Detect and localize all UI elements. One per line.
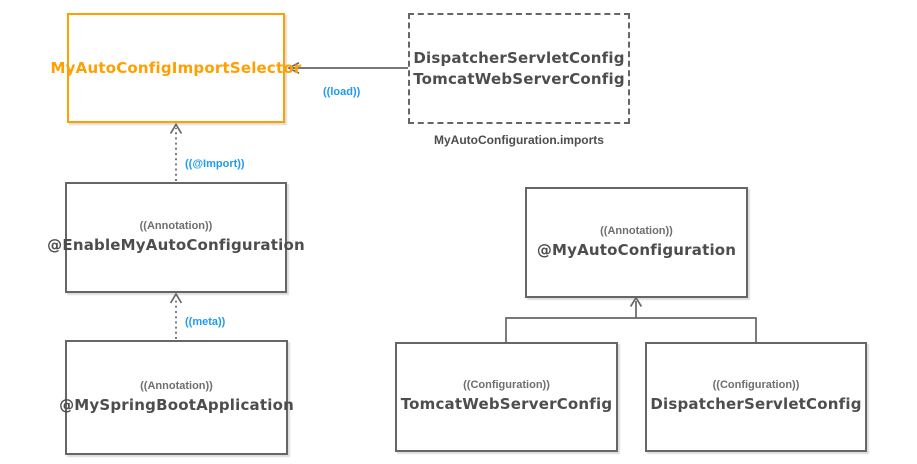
node-title: @MySpringBootApplication [59,395,294,414]
imports-line-1: DispatcherServletConfig [413,49,625,68]
node-my-auto-config-import-selector[interactable]: MyAutoConfigImportSelector [51,13,301,123]
load-arrow [287,62,408,74]
node-title: @MyAutoConfiguration [536,240,737,259]
stereotype-label: ((Annotation)) [140,379,213,392]
imports-line-2: TomcatWebServerConfig [413,69,625,88]
imports-file-caption: MyAutoConfiguration.imports [434,133,604,147]
meta-edge-label: ((meta)) [185,316,226,328]
node-imports-file[interactable]: DispatcherServletConfig TomcatWebServerC… [408,13,630,124]
stereotype-label: ((Configuration)) [712,379,800,392]
node-my-spring-boot-application[interactable]: ((Annotation)) @MySpringBootApplication [59,340,294,455]
stereotype-label: ((Annotation)) [139,219,213,232]
node-dispatcher-servlet-config[interactable]: ((Configuration)) DispatcherServletConfi… [645,342,867,452]
node-my-auto-configuration[interactable]: ((Annotation)) @MyAutoConfiguration [525,187,748,298]
stereotype-label: ((Configuration)) [463,379,550,392]
node-enable-my-auto-configuration[interactable]: ((Annotation)) @EnableMyAutoConfiguratio… [47,182,305,293]
load-edge-label: ((load)) [323,86,361,98]
node-title: DispatcherServletConfig [650,395,862,414]
stereotype-label: ((Annotation)) [600,224,673,237]
import-edge-label: ((@Import)) [185,158,245,170]
meta-arrow [169,292,183,339]
import-arrow [169,122,183,181]
configs-to-autoconfiguration-connector [505,296,757,342]
node-title: TomcatWebServerConfig [400,395,613,414]
node-tomcat-web-server-config[interactable]: ((Configuration)) TomcatWebServerConfig [395,342,618,452]
node-title: MyAutoConfigImportSelector [50,58,302,77]
node-title: @EnableMyAutoConfiguration [47,235,305,254]
